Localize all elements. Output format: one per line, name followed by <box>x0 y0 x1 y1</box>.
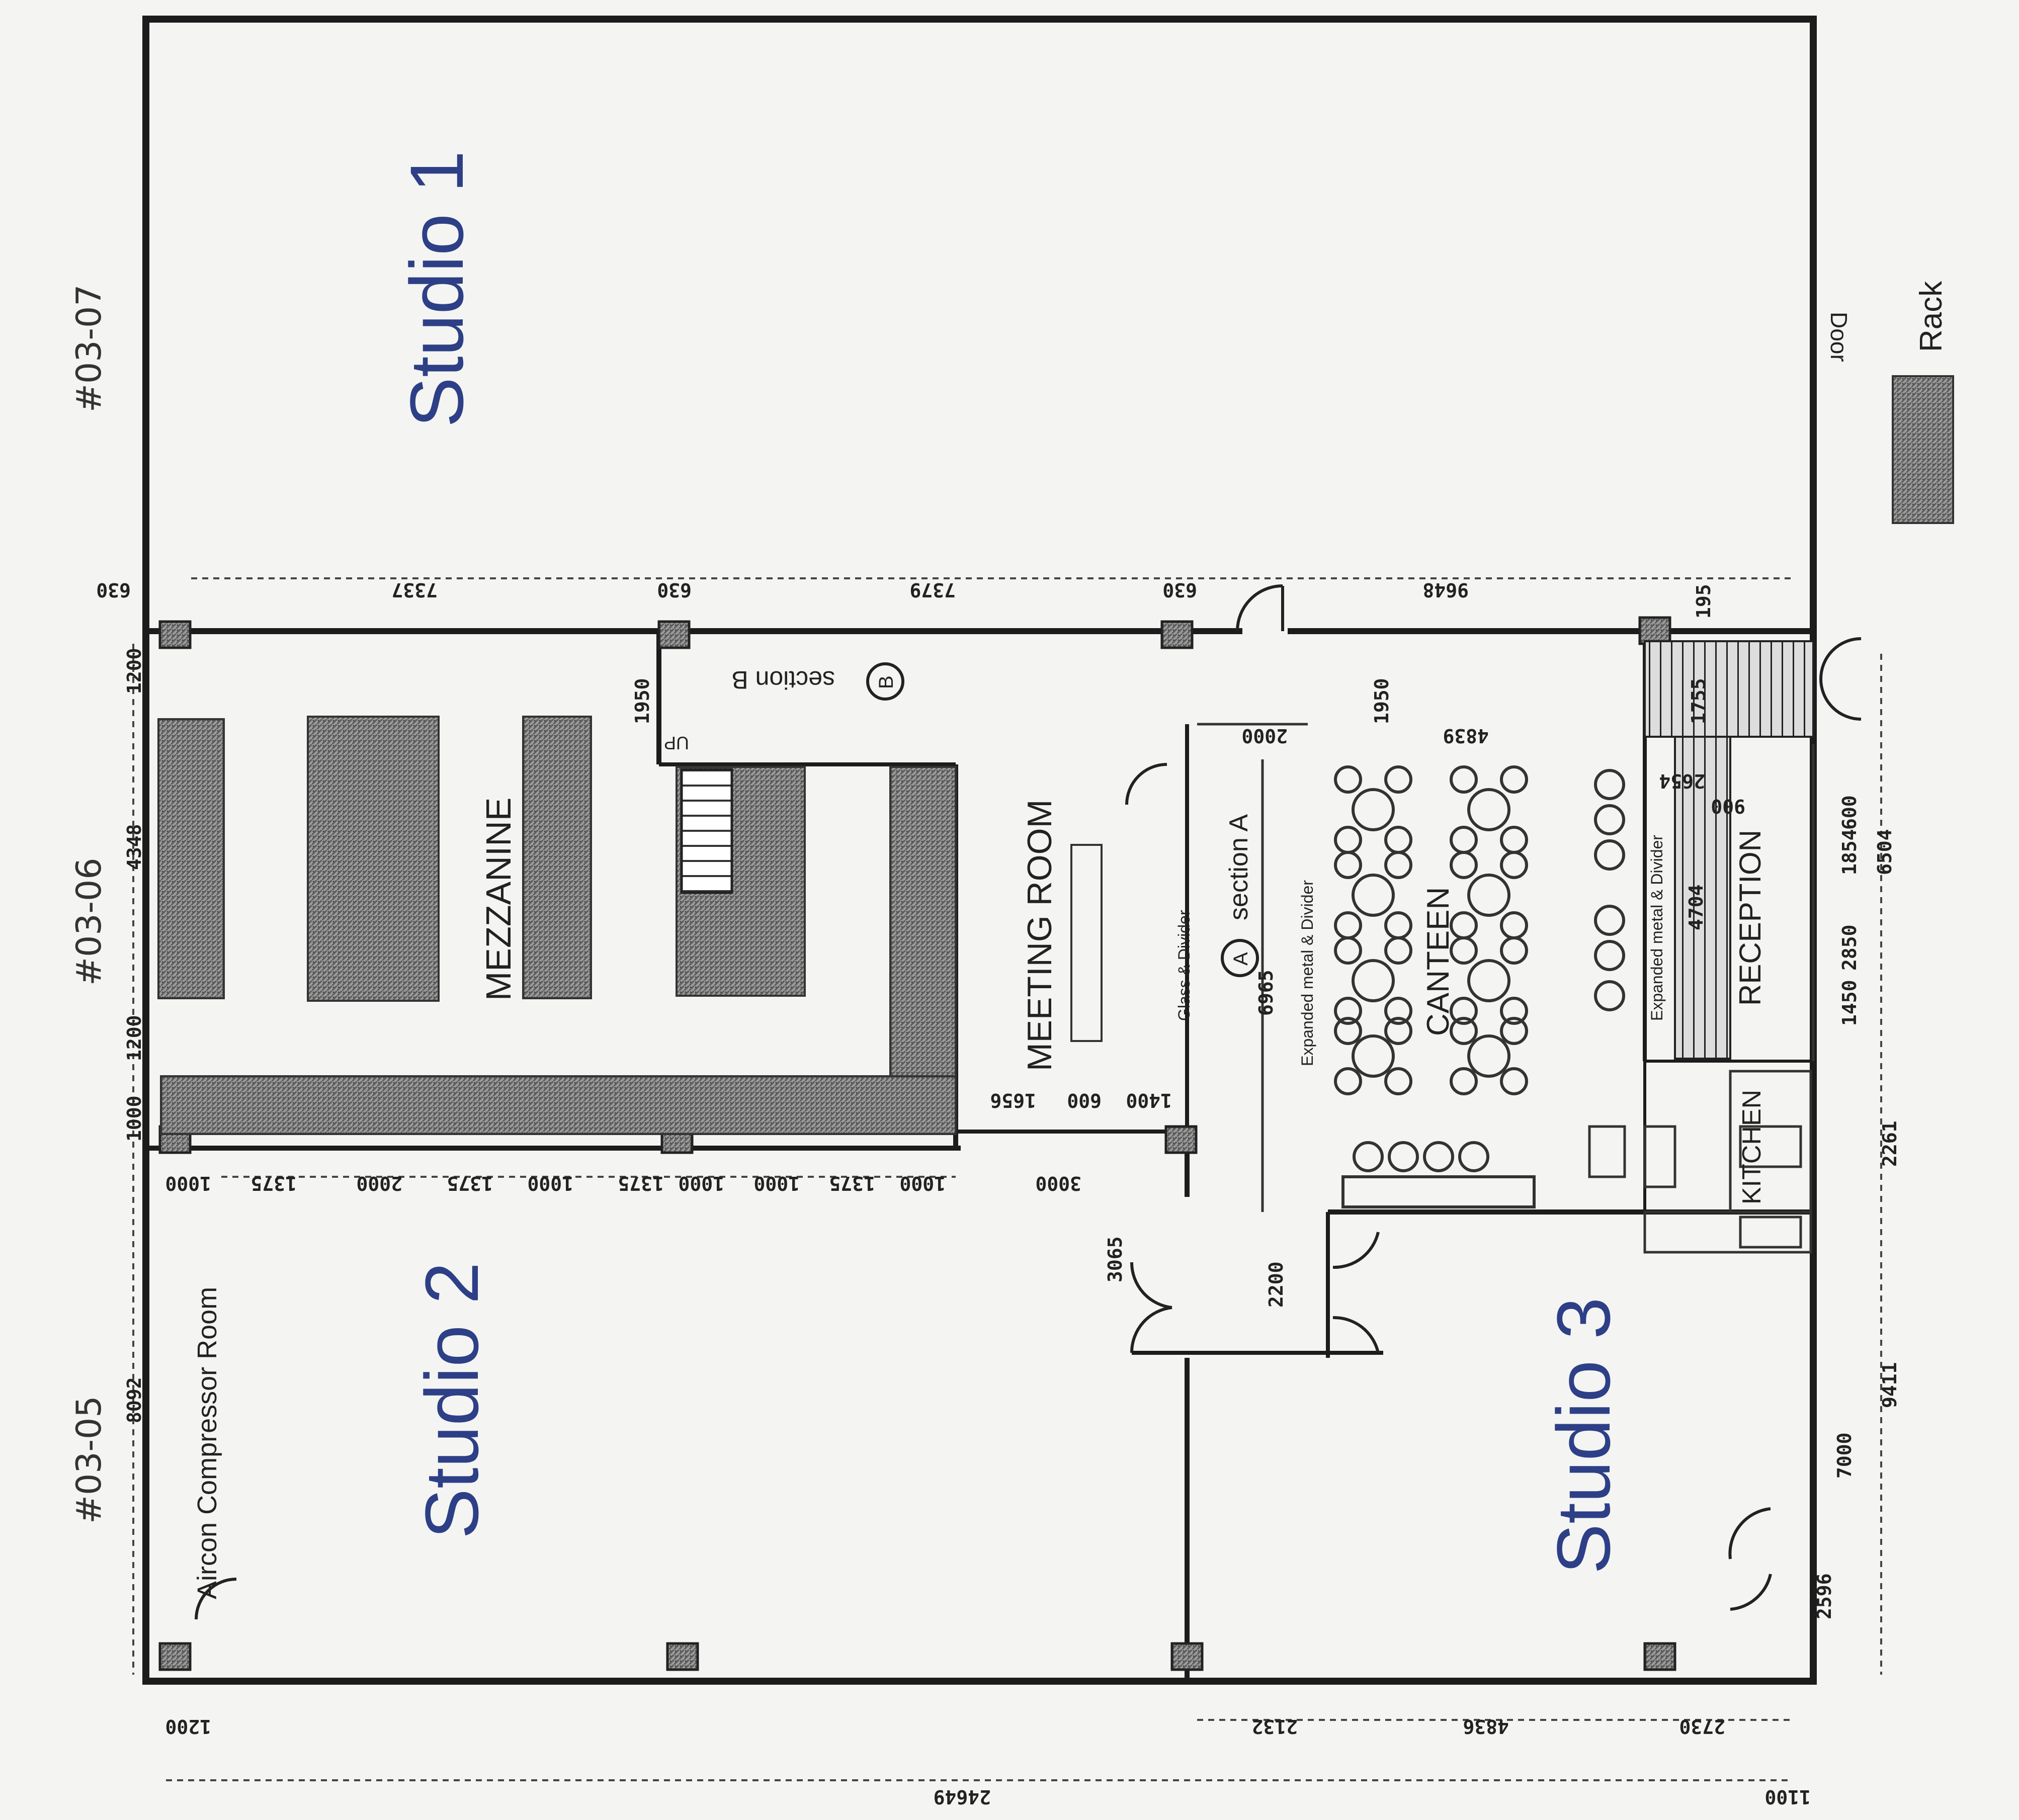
racks <box>157 375 1954 1135</box>
svg-text:1656: 1656 <box>990 1089 1036 1111</box>
svg-text:9648: 9648 <box>1422 579 1469 601</box>
doors <box>195 584 1862 1620</box>
svg-text:2730: 2730 <box>1679 1715 1725 1738</box>
mezzanine-label: MEZZANINE <box>479 798 518 1001</box>
aircon-room-label: Aircon Compressor Room <box>192 1287 222 1599</box>
svg-text:1950: 1950 <box>1371 678 1393 724</box>
interior-dimensions: 1950 1950 2000 4839 1755 2654 900 1854 6… <box>631 678 1896 1111</box>
svg-text:1755: 1755 <box>1688 678 1710 724</box>
reception-counter <box>1644 640 1814 738</box>
svg-text:7000: 7000 <box>1833 1432 1856 1479</box>
svg-text:2850: 2850 <box>1838 924 1861 971</box>
svg-text:630: 630 <box>657 579 692 601</box>
svg-text:195: 195 <box>1693 584 1715 619</box>
section-a-label: section A <box>1224 814 1253 920</box>
svg-text:4348: 4348 <box>123 824 145 870</box>
svg-text:4839: 4839 <box>1443 725 1489 747</box>
svg-text:1000: 1000 <box>527 1172 573 1194</box>
svg-text:1000: 1000 <box>899 1172 946 1194</box>
canteen-label: CANTEEN <box>1421 887 1456 1036</box>
studio-3-label: Studio 3 <box>1541 1297 1626 1574</box>
svg-text:1100: 1100 <box>1764 1786 1811 1808</box>
right-dimensions: 3065 2200 2261 9411 7000 2596 1200 2132 … <box>165 1120 1901 1808</box>
svg-text:1375: 1375 <box>447 1172 493 1194</box>
svg-text:600: 600 <box>1838 795 1861 830</box>
meeting-table <box>1070 844 1103 1042</box>
svg-text:9411: 9411 <box>1879 1362 1901 1408</box>
glass-divider-label: Glass & Divider <box>1175 910 1193 1021</box>
section-b-marker: B <box>875 675 897 689</box>
meeting-room-label: MEETING ROOM <box>1021 800 1059 1071</box>
expanded-metal-label-1: Expanded metal & Divider <box>1298 880 1316 1066</box>
unit-label-0307: #03-07 <box>69 284 109 412</box>
canteen-tables <box>1334 765 1625 1208</box>
svg-text:3000: 3000 <box>1035 1172 1081 1194</box>
svg-text:1400: 1400 <box>1126 1089 1172 1111</box>
svg-text:1200: 1200 <box>165 1715 211 1738</box>
svg-text:2000: 2000 <box>356 1172 402 1194</box>
svg-text:2654: 2654 <box>1659 770 1705 792</box>
svg-text:600: 600 <box>1067 1089 1102 1111</box>
svg-text:6965: 6965 <box>1255 970 1277 1016</box>
svg-text:2261: 2261 <box>1879 1120 1901 1167</box>
kitchen-fixtures <box>1588 1070 1812 1254</box>
svg-text:4704: 4704 <box>1685 884 1707 930</box>
svg-text:6504: 6504 <box>1874 829 1896 875</box>
top-dimensions: 630 7337 630 7379 630 9648 195 <box>96 579 1715 619</box>
dimension-lines <box>132 577 1882 1781</box>
svg-text:2596: 2596 <box>1813 1573 1835 1619</box>
svg-text:24649: 24649 <box>934 1786 991 1808</box>
svg-text:1200: 1200 <box>123 648 145 694</box>
left-dimensions: 1200 4348 1200 1000 8092 <box>123 648 145 1423</box>
svg-text:4836: 4836 <box>1463 1715 1509 1738</box>
stairs <box>680 768 733 894</box>
svg-text:630: 630 <box>96 579 131 601</box>
svg-text:1375: 1375 <box>250 1172 297 1194</box>
svg-text:8092: 8092 <box>123 1377 145 1423</box>
section-a-marker: A <box>1230 952 1252 966</box>
svg-text:1950: 1950 <box>631 678 653 724</box>
svg-text:1200: 1200 <box>123 1015 145 1061</box>
studio-1-label: Studio 1 <box>394 151 479 427</box>
svg-text:1854: 1854 <box>1838 829 1861 875</box>
studio-2-label: Studio 2 <box>409 1262 494 1539</box>
kitchen-label: KITCHEN <box>1737 1090 1766 1204</box>
svg-text:1450: 1450 <box>1838 980 1861 1026</box>
section-markers <box>866 662 1259 977</box>
svg-text:1375: 1375 <box>829 1172 875 1194</box>
svg-text:1000: 1000 <box>753 1172 800 1194</box>
legend-rack-label: Rack <box>1914 281 1949 352</box>
unit-label-0306: #03-06 <box>69 857 109 986</box>
svg-text:2200: 2200 <box>1265 1261 1287 1308</box>
svg-text:2000: 2000 <box>1241 725 1288 747</box>
section-b-label: section B <box>731 666 835 694</box>
stairs-up-label: UP <box>664 733 689 753</box>
svg-text:1000: 1000 <box>123 1095 145 1142</box>
door-label: Door <box>1826 312 1852 362</box>
unit-label-0305: #03-05 <box>69 1396 109 1524</box>
svg-text:630: 630 <box>1162 579 1197 601</box>
svg-text:7379: 7379 <box>909 579 956 601</box>
expanded-metal-label-2: Expanded metal & Divider <box>1648 835 1666 1021</box>
svg-text:1000: 1000 <box>165 1172 211 1194</box>
svg-text:1000: 1000 <box>678 1172 724 1194</box>
reception-label: RECEPTION <box>1733 830 1767 1006</box>
exterior-walls <box>142 16 1817 1685</box>
svg-text:900: 900 <box>1711 795 1745 817</box>
svg-text:1375: 1375 <box>618 1172 664 1194</box>
svg-text:7337: 7337 <box>391 579 438 601</box>
studio-2-top-dimensions: 1000 1375 2000 1375 1000 1375 1000 1000 … <box>165 1172 1081 1194</box>
reception-desk <box>1674 736 1731 1060</box>
svg-text:2132: 2132 <box>1251 1715 1298 1738</box>
svg-text:3065: 3065 <box>1104 1236 1126 1282</box>
